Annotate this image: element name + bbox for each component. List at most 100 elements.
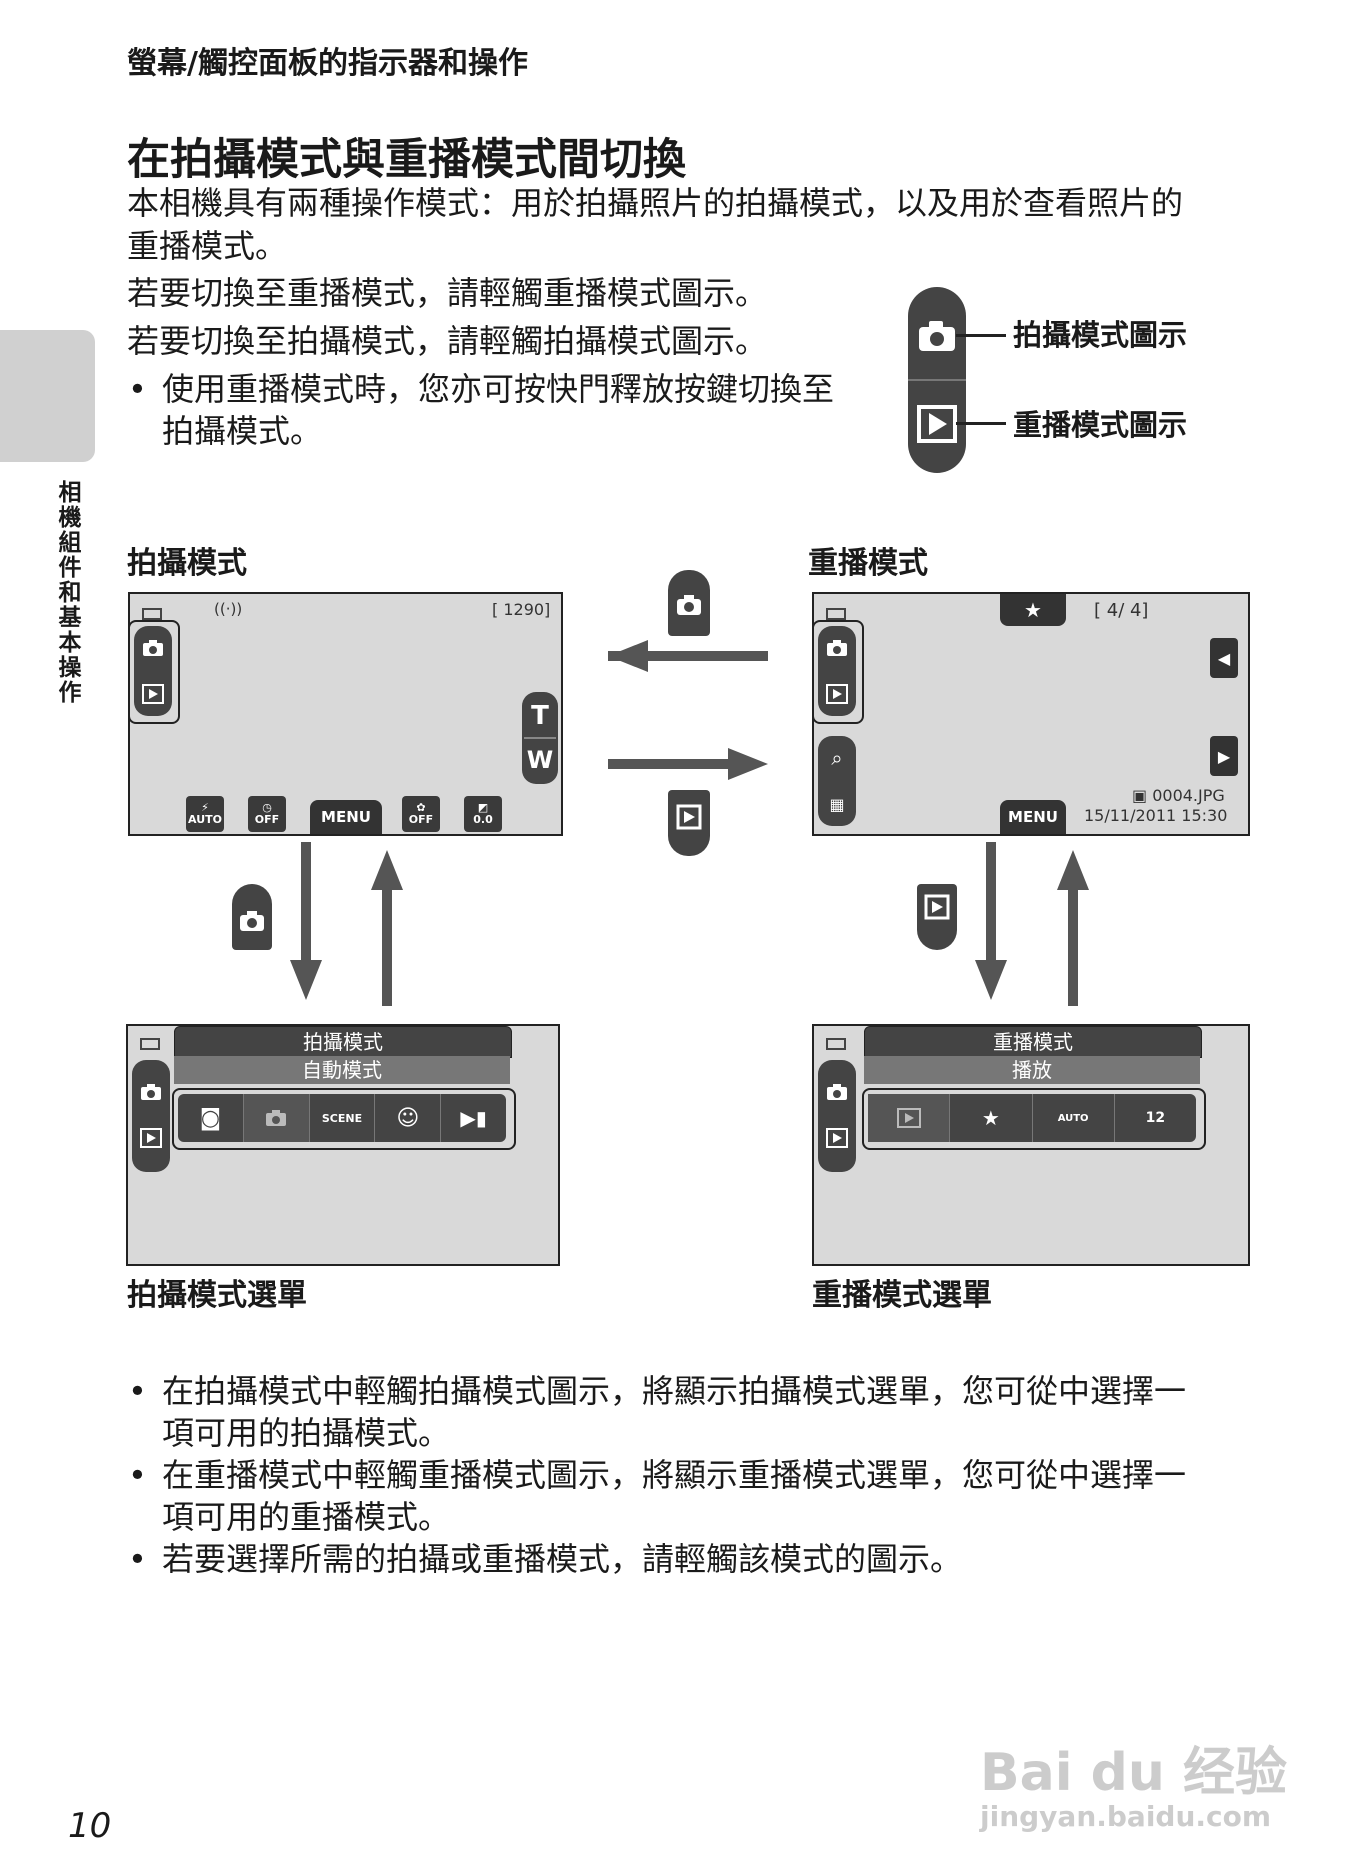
arrow-up-playback — [1068, 890, 1078, 1006]
movie-icon[interactable]: ▶▮ — [460, 1106, 487, 1130]
note-line-1: 使用重播模式時，您亦可按快門釋放按鍵切換至 — [162, 370, 835, 408]
mode-options-strip: ◙ SCENE ☺ ▶▮ — [178, 1094, 506, 1142]
play-icon[interactable] — [139, 1126, 163, 1150]
battery-icon — [142, 608, 162, 620]
menu-subtitle-bar: 播放 — [864, 1056, 1200, 1084]
flash-button[interactable]: ⚡AUTO — [186, 796, 224, 832]
star-icon: ★ — [1024, 598, 1042, 622]
note-line-2: 拍攝模式。 — [162, 412, 323, 450]
arrow-head-down — [290, 960, 322, 1000]
self-timer-button[interactable]: ◷OFF — [248, 796, 286, 832]
date-time: 15/11/2011 15:30 — [1084, 806, 1228, 825]
shooting-mode-caption: 拍攝模式 — [127, 546, 247, 581]
zoom-wide-button[interactable]: W — [526, 746, 554, 774]
chevron-left-icon: ◀ — [1217, 648, 1231, 668]
arrow-head-right — [728, 748, 768, 780]
camera-tab-icon — [232, 884, 272, 950]
intro-line-1: 本相機具有兩種操作模式：用於拍攝照片的拍攝模式，以及用於查看照片的 — [127, 184, 1184, 222]
play-icon — [676, 804, 702, 830]
magnify-icon[interactable]: ⌕ — [831, 746, 843, 770]
arrow-head-down — [975, 960, 1007, 1000]
camera-icon[interactable] — [139, 1080, 163, 1104]
play-tab-icon — [668, 790, 710, 856]
callout-playback-icon: 重播模式圖示 — [1013, 408, 1188, 442]
battery-icon — [826, 608, 846, 620]
smile-icon[interactable]: ☺ — [375, 1094, 442, 1142]
macro-button[interactable]: ✿OFF — [402, 796, 440, 832]
arrow-to-playback — [608, 759, 732, 769]
flash-icon: ⚡ — [201, 801, 209, 814]
favorite-star-button[interactable]: ★ — [1000, 594, 1066, 626]
auto-mode-camera-icon[interactable] — [243, 1094, 310, 1142]
camera-tab-icon — [668, 570, 710, 636]
shooting-mode-screen: ((·)) [ 1290] T W ⚡AUTO ◷OFF MENU ✿OFF ◩… — [128, 592, 563, 836]
watermark-url: jingyan.baidu.com — [980, 1800, 1272, 1833]
mode-icon-highlight — [128, 620, 180, 724]
favorites-icon[interactable]: ★ — [950, 1094, 1033, 1142]
arrow-down-shooting — [301, 842, 311, 962]
playback-menu-screen: 重播模式 播放 ★ AUTO 12 — [812, 1024, 1250, 1266]
exposure-icon: ◩ — [477, 801, 489, 814]
arrow-head-left — [608, 640, 648, 672]
previous-image-button[interactable]: ◀ — [1210, 638, 1238, 678]
camera-icon[interactable] — [141, 636, 165, 660]
camera-icon — [676, 594, 702, 616]
vibration-reduction-icon: ((·)) — [214, 600, 243, 618]
intro-paragraph: 本相機具有兩種操作模式：用於拍攝照片的拍攝模式，以及用於查看照片的 重播模式。 — [127, 182, 1183, 268]
image-counter: [ 4/ 4] — [1094, 600, 1149, 621]
camera-icon[interactable] — [825, 1080, 849, 1104]
play-icon[interactable] — [868, 1094, 951, 1142]
bullet-item: • 在拍攝模式中輕觸拍攝模式圖示，將顯示拍攝模式選單，您可從中選擇一 項可用的拍… — [128, 1372, 1187, 1452]
image-size-icon: ▣ — [1132, 786, 1153, 805]
menu-button[interactable]: MENU — [1000, 800, 1066, 834]
section-title: 在拍攝模式與重播模式間切換 — [127, 135, 686, 185]
thumbnail-icon[interactable]: ▦ — [829, 794, 845, 814]
bullet-dot: • — [128, 370, 147, 408]
play-icon[interactable] — [916, 403, 958, 445]
arrow-head-up — [371, 850, 403, 890]
chapter-side-tab — [0, 330, 95, 462]
callout-shooting-icon: 拍攝模式圖示 — [1013, 318, 1188, 352]
playback-menu-caption: 重播模式選單 — [812, 1278, 992, 1313]
auto-sort-icon[interactable]: AUTO — [1033, 1094, 1115, 1142]
exposure-button[interactable]: ◩0.0 — [464, 796, 502, 832]
calendar-icon[interactable]: 12 — [1145, 1110, 1166, 1126]
page-number: 10 — [68, 1806, 112, 1846]
play-tab-icon — [917, 884, 957, 950]
camera-icon[interactable] — [825, 636, 849, 660]
bullet-item: • 若要選擇所需的拍攝或重播模式，請輕觸該模式的圖示。 — [128, 1540, 963, 1578]
play-icon — [924, 894, 950, 920]
play-icon[interactable] — [825, 682, 849, 706]
mode-options-row: ★ AUTO 12 — [862, 1088, 1206, 1150]
zoom-tele-button[interactable]: T — [531, 701, 549, 731]
callout-line — [956, 334, 1006, 337]
smart-portrait-icon[interactable]: ◙ — [178, 1094, 244, 1142]
instruction-shooting: 若要切換至拍攝模式，請輕觸拍攝模式圖示。 — [127, 322, 768, 360]
intro-line-2: 重播模式。 — [127, 227, 288, 265]
battery-icon — [826, 1038, 846, 1050]
running-header: 螢幕/觸控面板的指示器和操作 — [127, 46, 528, 81]
macro-icon: ✿ — [416, 801, 426, 814]
chevron-right-icon: ▶ — [1217, 746, 1231, 766]
chapter-vertical-label: 相機組件和基本操作 — [54, 480, 80, 705]
zoom-control[interactable]: T W — [522, 692, 558, 784]
zoom-thumbnail-pill: ⌕ ▦ — [818, 736, 856, 826]
scene-icon[interactable]: SCENE — [310, 1094, 376, 1142]
camera-icon[interactable] — [916, 315, 958, 357]
self-timer-icon: ◷ — [262, 801, 272, 814]
battery-icon — [140, 1038, 160, 1050]
frames-remaining: [ 1290] — [492, 600, 551, 619]
next-image-button[interactable]: ▶ — [1210, 736, 1238, 776]
menu-subtitle-bar: 自動模式 — [174, 1056, 510, 1084]
arrow-down-playback — [986, 842, 996, 962]
play-icon[interactable] — [825, 1126, 849, 1150]
bullet-item: • 在重播模式中輕觸重播模式圖示，將顯示重播模式選單，您可從中選擇一 項可用的重… — [128, 1456, 1187, 1536]
menu-title-bar: 重播模式 — [864, 1026, 1202, 1058]
mode-icon-highlight — [812, 620, 864, 724]
menu-button[interactable]: MENU — [310, 800, 382, 834]
mode-icon-pill — [134, 626, 172, 716]
watermark-brand: Bai du 经验 — [980, 1743, 1287, 1803]
play-icon[interactable] — [141, 682, 165, 706]
mode-icon-pill — [132, 1060, 170, 1172]
mode-options-strip: ★ AUTO 12 — [868, 1094, 1196, 1142]
